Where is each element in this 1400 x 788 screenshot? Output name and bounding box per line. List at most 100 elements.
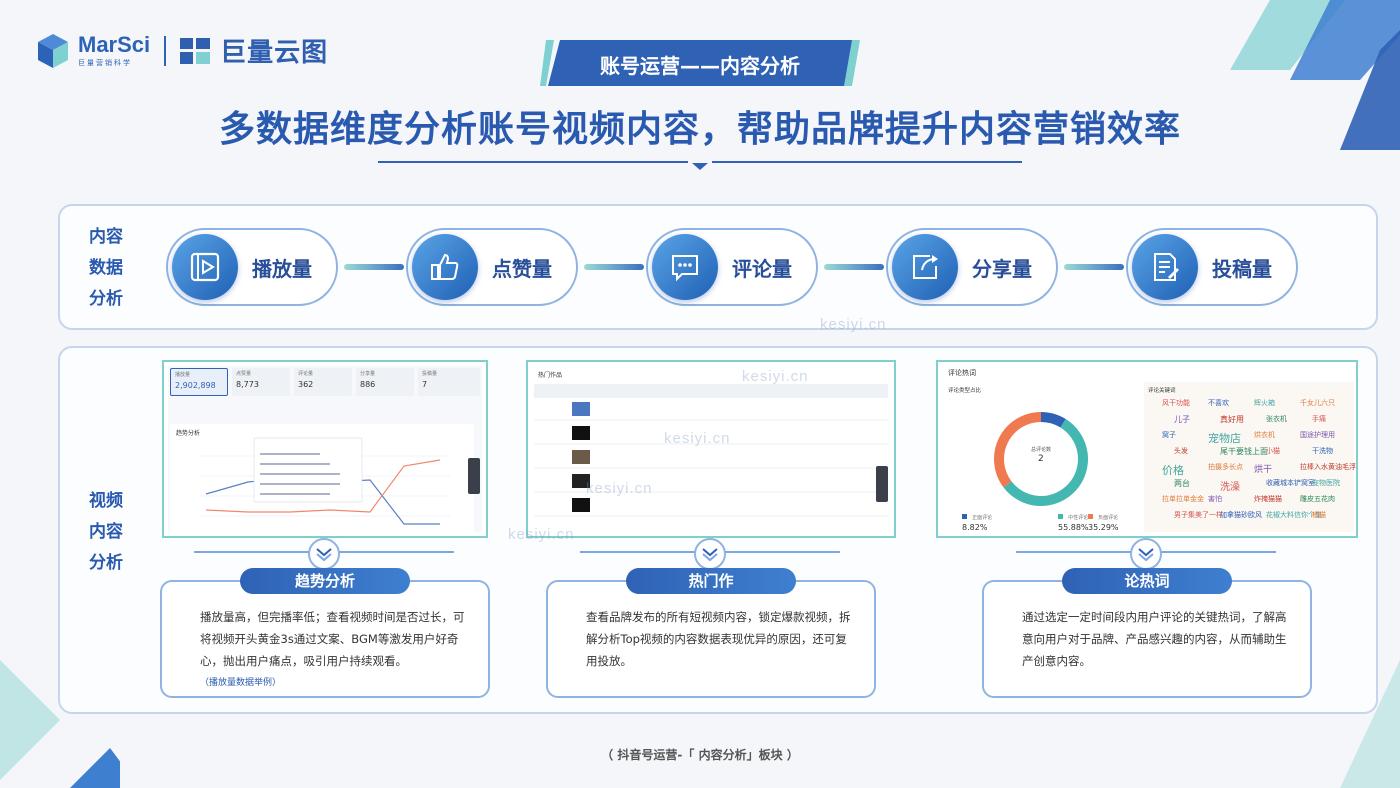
table-header [534, 384, 888, 398]
watermark: kesiyi.cn [664, 430, 731, 447]
keyword-title: 评论关键词 [1148, 388, 1176, 394]
corner-decoration-bottom-right [1340, 660, 1400, 788]
stat-card-post: 投稿量 7 [418, 368, 480, 396]
legend-value: 8.82% [962, 523, 988, 532]
card-description: 查看品牌发布的所有短视频内容，锁定爆款视频，拆解分析Top视频的内容数据表现优异… [586, 606, 854, 672]
side-label-line: 内容 [89, 227, 123, 247]
keyword-word: 拉棒入水黄油毛浮 [1300, 463, 1356, 471]
keyword-word: 风干功能 [1162, 399, 1190, 407]
keyword-word: 男子集美了一样 [1174, 511, 1223, 519]
watermark: kesiyi.cn [742, 368, 809, 385]
keyword-word: 花椒大料信你个鬼 [1266, 511, 1322, 519]
legend-name: 负面评论 [1098, 515, 1119, 521]
card-title-pill: 热门作 [626, 568, 796, 594]
headline-underline [378, 161, 1022, 170]
metric-label: 点赞量 [492, 256, 552, 281]
keyword-cloud: 风干功能不喜欢辉火箱千女儿六只儿子真好用张衣机手痛窝子宠物店烘衣机国途护理用头发… [1144, 382, 1356, 532]
watermark: kesiyi.cn [820, 316, 887, 333]
keyword-word: 烘衣机 [1254, 431, 1275, 439]
legend-swatch [962, 514, 967, 519]
metric-label: 评论量 [732, 256, 792, 281]
brand-header: MarSci 巨量营销科学 巨量云图 [38, 32, 328, 69]
keyword-word: 宠物店 [1208, 432, 1241, 445]
marsci-logo-name: MarSci [78, 31, 151, 57]
stat-card-share: 分享量 886 [356, 368, 414, 396]
card-note: （播放量数据举例） [200, 678, 282, 688]
side-label-line: 分析 [89, 289, 123, 309]
banner-title: 账号运营——内容分析 [600, 54, 800, 78]
stat-value: 2,902,898 [175, 381, 216, 390]
legend-swatch [1088, 514, 1093, 519]
comment-hot-words-card: 通过选定一定时间段内用户评论的关键热词，了解高意向用户对于品牌、产品感兴趣的内容… [982, 580, 1312, 698]
metric-label: 投稿量 [1212, 256, 1272, 281]
logo-separator [164, 35, 167, 66]
content-data-side-label: 内容 数据 分析 [86, 222, 126, 315]
table-row [572, 450, 590, 464]
chevron-down-icon [1130, 538, 1162, 570]
stat-label: 点赞量 [236, 371, 252, 377]
legend-positive: 正面评论 8.82% [962, 504, 992, 532]
keyword-word: 真好用 [1220, 415, 1244, 424]
play-video-icon [172, 234, 238, 300]
side-tool-buttons [468, 458, 480, 494]
table-row [572, 402, 590, 416]
legend-value: 35.29% [1088, 523, 1119, 532]
side-label-line: 分析 [89, 553, 123, 573]
donut-slice [1003, 419, 1088, 506]
keyword-word: 害怕 [1208, 495, 1222, 503]
table-row [572, 474, 590, 488]
stat-card-play: 播放量 2,902,898 [170, 368, 228, 396]
keyword-word: 张衣机 [1266, 415, 1287, 423]
trend-analysis-screenshot: 播放量 2,902,898 点赞量 8,773 评论量 362 分享量 886 … [162, 360, 488, 538]
metric-label: 播放量 [252, 256, 312, 281]
marsci-logo-subtitle: 巨量营销科学 [78, 58, 132, 67]
keyword-word: 加拿猫砂欧风 [1220, 511, 1262, 519]
corner-decoration-top-right [1230, 0, 1400, 150]
stat-value: 7 [422, 380, 428, 389]
donut-center-label: 总评论数 [1031, 447, 1052, 453]
metric-like-count: 点赞量 [406, 228, 578, 306]
keyword-word: 小猫 [1266, 447, 1280, 455]
legend-negative: 负面评论 35.29% [1088, 504, 1119, 532]
screenshot-body: 评论热词 评论类型占比 评论关键词 风干功能不喜欢辉火箱千女儿六只儿子真好用张衣… [942, 366, 1356, 532]
stat-label: 播放量 [175, 372, 191, 378]
stat-value: 362 [298, 380, 314, 389]
share-icon [892, 234, 958, 300]
card-description: 播放量高，但完播率低；查看视频时间是否过长，可将视频开头黄金3s通过文案、BGM… [200, 606, 468, 694]
metric-share-count: 分享量 [886, 228, 1058, 306]
chart-area: 趋势分析 [170, 424, 474, 534]
keyword-word: 干洗物 [1312, 447, 1333, 455]
donut-slice [1040, 412, 1066, 428]
card-title-pill: 趋势分析 [240, 568, 410, 594]
keyword-word: 价格 [1162, 464, 1184, 477]
card-body-text: 通过选定一定时间段内用户评论的关键热词，了解高意向用户对于品牌、产品感兴趣的内容… [1022, 610, 1287, 668]
document-edit-icon [1132, 234, 1198, 300]
trend-line-chart [200, 437, 450, 525]
keyword-word: 雕皮五花肉 [1300, 495, 1335, 503]
table-row [572, 498, 590, 512]
keyword-word: 尾干要钱上面 [1220, 447, 1268, 456]
watermark: kesiyi.cn [508, 526, 575, 543]
stat-card-like: 点赞量 8,773 [232, 368, 290, 396]
table-row [572, 426, 590, 440]
side-label-line: 数据 [89, 258, 123, 278]
keyword-word: 宠物医院 [1312, 479, 1340, 487]
legend-value: 55.88% [1058, 523, 1089, 532]
legend-name: 中性评论 [1068, 515, 1089, 521]
keyword-word: 拍摄多长点 [1208, 463, 1243, 471]
stat-value: 886 [360, 380, 376, 389]
card-title-pill: 论热词 [1062, 568, 1232, 594]
footer-caption: （ 抖音号运营-「 内容分析」板块 ） [601, 748, 799, 762]
chevron-down-icon [694, 538, 726, 570]
words-panel-title: 评论热词 [948, 369, 976, 377]
metric-play-count: 播放量 [166, 228, 338, 306]
table-row-lines [534, 419, 888, 517]
keyword-word: 儿子 [1174, 415, 1190, 424]
watermark: kesiyi.cn [586, 480, 653, 497]
side-label-line: 视频 [89, 491, 123, 511]
keyword-word: 两台 [1174, 479, 1190, 488]
table-panel-title: 热门作品 [538, 372, 563, 379]
donut-center-value: 2 [1038, 454, 1044, 464]
keyword-area: 评论关键词 风干功能不喜欢辉火箱千女儿六只儿子真好用张衣机手痛窝子宠物店烘衣机国… [1144, 382, 1356, 532]
keyword-word: 国途护理用 [1300, 431, 1335, 439]
